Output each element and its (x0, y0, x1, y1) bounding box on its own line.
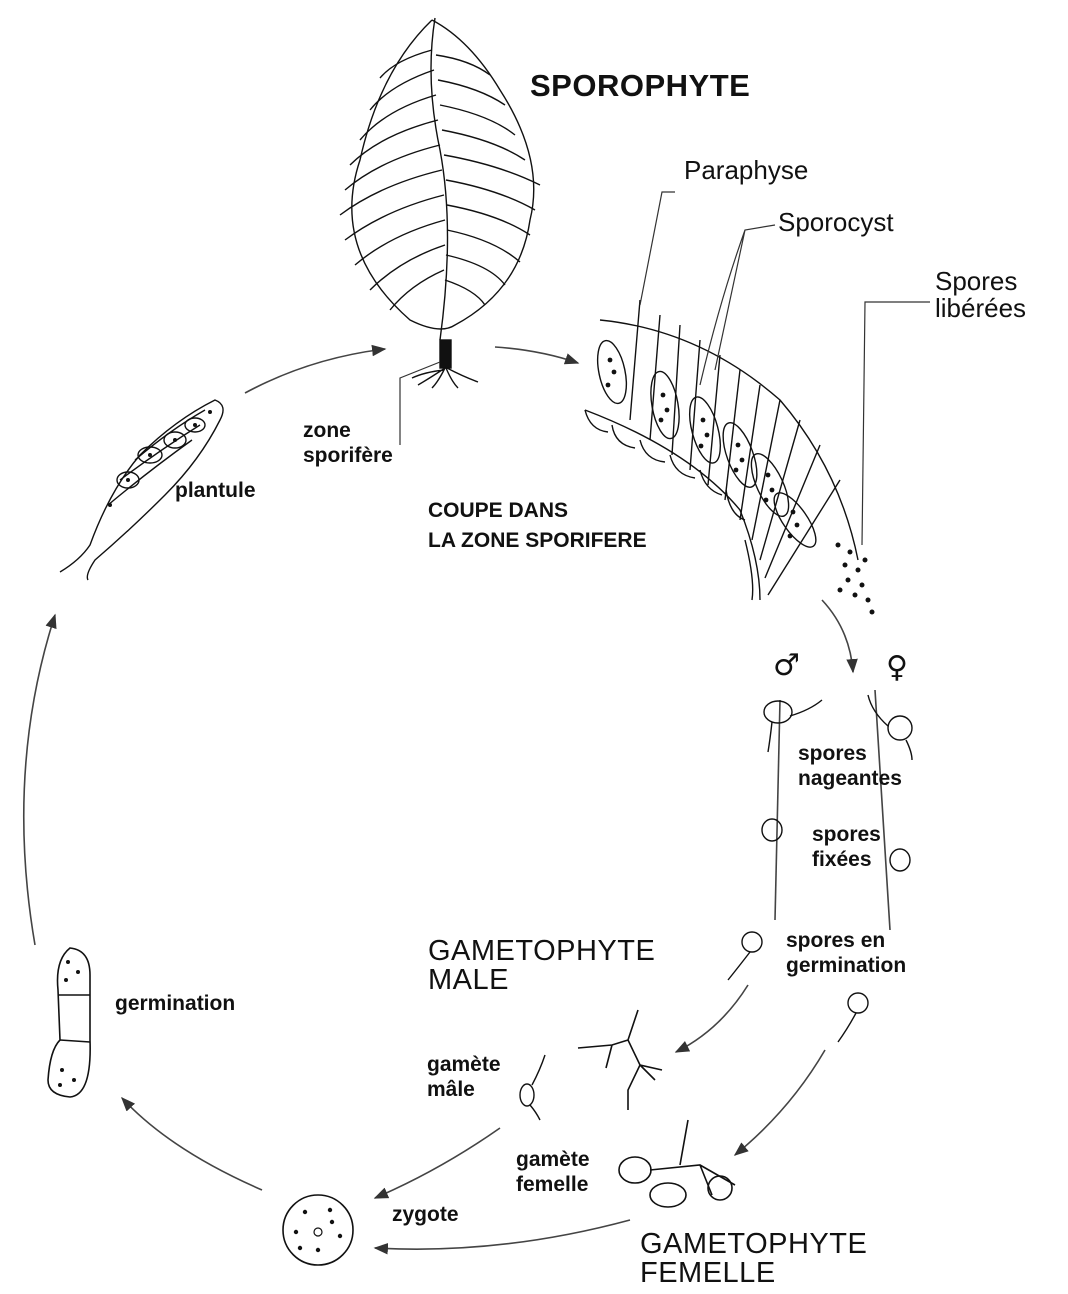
arrow-left-up (24, 615, 55, 945)
leader-spores-liberees (862, 302, 930, 545)
stipe (440, 340, 451, 368)
arrow-malegamete-to-zygote (375, 1128, 500, 1198)
label-zygote: zygote (392, 1202, 459, 1227)
label-gametophyte-male: GAMETOPHYTE MALE (428, 937, 655, 995)
arrow-female-germ-to-gametophyte (735, 1050, 825, 1155)
label-sporocyst: Sporocyst (778, 209, 894, 236)
leader-sporocyst (700, 225, 775, 385)
male-gametophyte-drawing (578, 1010, 662, 1110)
frond-midrib (431, 18, 448, 340)
holdfast (412, 368, 478, 388)
label-spores-nageantes: spores nageantes (798, 741, 902, 791)
frond-outline (352, 20, 534, 329)
zygote-drawing (283, 1195, 353, 1265)
sporophyte-frond-drawing (340, 18, 540, 388)
label-gamete-femelle: gamète femelle (516, 1147, 590, 1197)
arrow-zygote-to-germination (122, 1098, 262, 1190)
label-plantule: plantule (175, 478, 256, 503)
arrow-male-germ-to-gametophyte (676, 985, 748, 1052)
male-symbol: ♂ (773, 650, 800, 682)
cycle-arrows (24, 347, 890, 1249)
label-sporophyte: SPOROPHYTE (530, 70, 750, 103)
label-zone-sporifere: zone sporifère (303, 418, 393, 468)
label-spores-fixees: spores fixées (812, 822, 881, 872)
arrow-sporophyte-to-coupe (495, 347, 578, 363)
female-gametophyte-drawing (619, 1120, 735, 1207)
arrow-male-spores-down (775, 700, 780, 920)
label-spores-liberees: Spores libérées (935, 268, 1026, 323)
leader-paraphyse (640, 192, 675, 305)
released-spores (836, 543, 875, 615)
arrow-plantule-to-sporophyte (245, 349, 385, 393)
arrow-spores-to-swimming (822, 600, 853, 672)
germination-dots (58, 960, 80, 1087)
label-spores-germination: spores en germination (786, 928, 906, 978)
female-symbol: ♀ (886, 652, 908, 684)
label-paraphyse: Paraphyse (684, 157, 808, 184)
germination-drawing (48, 948, 90, 1097)
label-gamete-male: gamète mâle (427, 1052, 501, 1102)
label-gametophyte-femelle: GAMETOPHYTE FEMELLE (640, 1230, 867, 1288)
label-germination: germination (115, 991, 235, 1016)
label-coupe: COUPE DANS LA ZONE SPORIFERE (428, 496, 647, 557)
male-gamete-drawing (520, 1055, 545, 1120)
